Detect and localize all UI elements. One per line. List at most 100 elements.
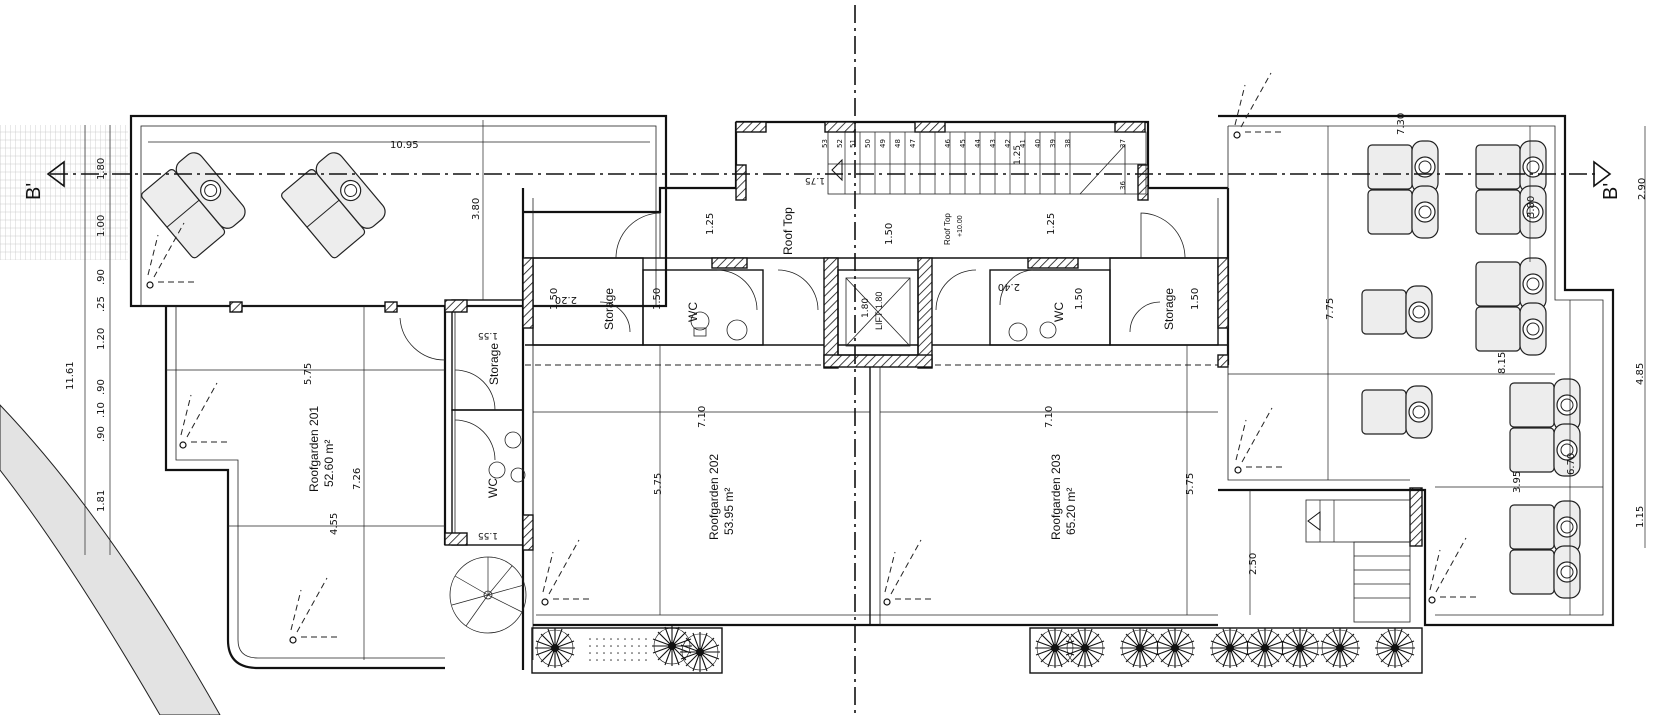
roofgarden-201-outline	[129, 114, 668, 670]
dim-5-75-right: 5.75	[1185, 473, 1196, 495]
svg-text:41: 41	[1019, 139, 1027, 148]
svg-text:1.20: 1.20	[96, 328, 107, 350]
doors	[399, 212, 1186, 461]
storage-left-label: Storage	[602, 288, 616, 330]
dim-1-75: 1.75	[805, 175, 825, 185]
svg-text:49: 49	[879, 139, 887, 148]
svg-text:36: 36	[1119, 181, 1127, 190]
svg-text:45: 45	[959, 139, 967, 148]
svg-text:.25: .25	[96, 296, 107, 312]
curved-road	[0, 404, 221, 715]
dim-7-30: 7.30	[1396, 113, 1407, 135]
rg201-area: 52.60 m²	[322, 440, 336, 487]
section-mark-left: B'	[23, 183, 45, 200]
left-dimension-chain: 1.80 1.00 .90 .25 1.20 .90 .10 .90 1.81	[96, 158, 107, 512]
svg-text:44: 44	[974, 139, 982, 148]
storage-right-label: Storage	[1162, 288, 1176, 330]
planter-left	[531, 625, 723, 674]
dim-1-55-a: 1.55	[478, 330, 498, 340]
dim-10-95: 10.95	[390, 140, 419, 151]
wc-fixtures	[488, 311, 1057, 483]
rg201-name: Roofgarden 201	[307, 406, 321, 492]
svg-text:.90: .90	[96, 426, 107, 442]
svg-text:.90: .90	[96, 379, 107, 395]
rg202-area: 53.95 m²	[722, 488, 736, 535]
dim-1-25-b: 1.25	[1046, 213, 1057, 235]
spiral-stair	[449, 556, 527, 634]
dim-2-40: 2.40	[998, 281, 1020, 292]
roof-drains	[146, 72, 1477, 644]
svg-text:50: 50	[864, 139, 872, 148]
svg-text:40: 40	[1034, 139, 1042, 148]
dim-4-55: 4.55	[329, 513, 340, 535]
dimension-lines	[84, 120, 1646, 660]
svg-text:48: 48	[894, 139, 902, 148]
adjacent-deck	[0, 125, 128, 260]
svg-text:1.81: 1.81	[96, 490, 107, 512]
dim-1-50-a: 1.50	[884, 223, 895, 245]
central-walls	[451, 120, 1230, 670]
svg-text:43: 43	[989, 139, 997, 148]
dim-1-25-c: 1.25	[1013, 145, 1023, 165]
dim-2-50: 2.50	[1248, 553, 1259, 575]
svg-text:42: 42	[1004, 139, 1012, 148]
wc-small-label: WC	[486, 478, 500, 498]
dim-3-80-right: 3.80	[1526, 196, 1537, 218]
dim-11-61: 11.61	[65, 361, 76, 390]
roof-top-small-label: Roof Top	[943, 213, 952, 245]
planter-right	[1029, 627, 1423, 674]
dim-1-50-e: 1.50	[1190, 288, 1201, 310]
dim-1-80: 1.80	[861, 298, 871, 318]
svg-text:37: 37	[1119, 139, 1127, 148]
dim-1-50-b: 1.50	[549, 288, 560, 310]
dim-4-85: 4.85	[1635, 363, 1646, 385]
svg-text:.90: .90	[96, 269, 107, 285]
svg-text:51: 51	[849, 139, 857, 148]
svg-text:38: 38	[1064, 139, 1072, 148]
dim-1-50-d: 1.50	[1074, 288, 1085, 310]
dim-3-95: 3.95	[1512, 471, 1523, 493]
lift-label: LIFT 1.80	[874, 292, 884, 330]
section-axis	[46, 5, 1612, 715]
svg-text:46: 46	[944, 139, 952, 148]
secondary-staircase	[1305, 499, 1411, 623]
dim-7-75: 7.75	[1325, 298, 1336, 320]
dim-2-20: 2.20	[555, 294, 577, 305]
dim-8-15: 8.15	[1497, 352, 1508, 374]
dim-1-25-a: 1.25	[705, 213, 716, 235]
dim-5-75-mid: 5.75	[653, 473, 664, 495]
svg-text:1.80: 1.80	[96, 158, 107, 180]
rg203-name: Roofgarden 203	[1049, 454, 1063, 540]
roof-top-level: +10.00	[957, 215, 964, 237]
dim-5-75-left: 5.75	[303, 363, 314, 385]
dim-1-50-c: 1.50	[652, 288, 663, 310]
wc-left-label: WC	[686, 302, 700, 322]
svg-text:52: 52	[836, 139, 844, 148]
dim-1-15: 1.15	[1635, 506, 1646, 528]
dim-3-80-left: 3.80	[471, 198, 482, 220]
lift-shaft	[837, 269, 919, 356]
storage-small-label: Storage	[487, 343, 501, 385]
main-staircase	[827, 131, 1147, 195]
roofgarden-right-outline	[1218, 114, 1615, 627]
sun-loungers-left	[139, 148, 390, 260]
wc-right-label: WC	[1052, 302, 1066, 322]
rg202-name: Roofgarden 202	[707, 454, 721, 540]
dim-7-10-a: 7.10	[697, 406, 708, 428]
stair-step-numbers: 53 52 51 50 49 48 47 46 45 44 43 42 41 4…	[821, 139, 1127, 190]
structural-columns	[229, 121, 1423, 551]
section-mark-right: B'	[1600, 183, 1622, 200]
dim-2-90: 2.90	[1637, 178, 1648, 200]
rg203-area: 65.20 m²	[1064, 488, 1078, 535]
svg-text:47: 47	[909, 139, 917, 148]
dim-1-55-b: 1.55	[478, 530, 498, 540]
sun-loungers-right	[1361, 140, 1581, 599]
svg-text:53: 53	[821, 139, 829, 148]
dim-7-10-b: 7.10	[1044, 406, 1055, 428]
svg-text:.10: .10	[96, 402, 107, 418]
dim-7-26: 7.26	[352, 468, 363, 490]
svg-text:1.00: 1.00	[96, 215, 107, 237]
svg-text:39: 39	[1049, 139, 1057, 148]
roof-top-label: Roof Top	[781, 207, 795, 255]
